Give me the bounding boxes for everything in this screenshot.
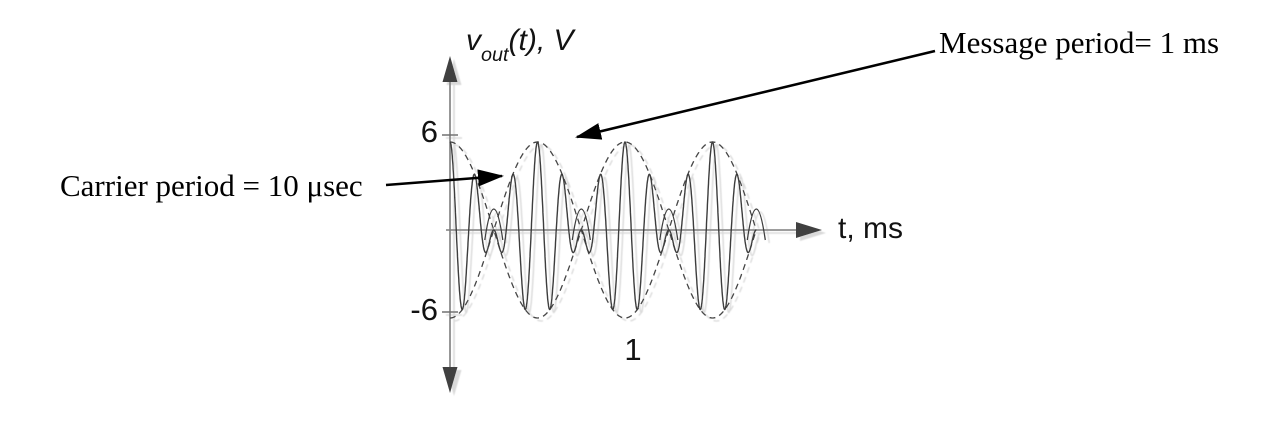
- y-axis-title-units: (t), V: [508, 24, 574, 57]
- y-axis-title-subscript: out: [481, 43, 509, 66]
- y-axis-up-arrowhead-icon: [442, 56, 458, 82]
- message-period-arrow: [575, 49, 936, 140]
- null-point-bumps: [484, 208, 766, 241]
- y-tick-label-6: 6: [420, 114, 438, 149]
- x-axis-right-arrowhead-icon: [796, 222, 822, 238]
- y-axis-title: vout(t), V: [466, 24, 574, 66]
- carrier-period-arrow: [385, 169, 504, 187]
- x-tick-label-1: 1: [624, 332, 642, 367]
- y-axis-title-base: v: [466, 24, 481, 57]
- y-tick-label-minus6: -6: [410, 292, 438, 327]
- carrier-period-annotation: Carrier period = 10 μsec: [60, 168, 363, 203]
- envelope-lower-curve: [450, 141, 757, 319]
- y-axis-down-arrowhead-icon: [442, 367, 458, 393]
- message-period-annotation: Message period= 1 ms: [939, 25, 1220, 60]
- modulated-signal-curve: [449, 141, 757, 311]
- x-axis-label: t, ms: [838, 212, 903, 245]
- envelope-upper-curve: [450, 141, 757, 319]
